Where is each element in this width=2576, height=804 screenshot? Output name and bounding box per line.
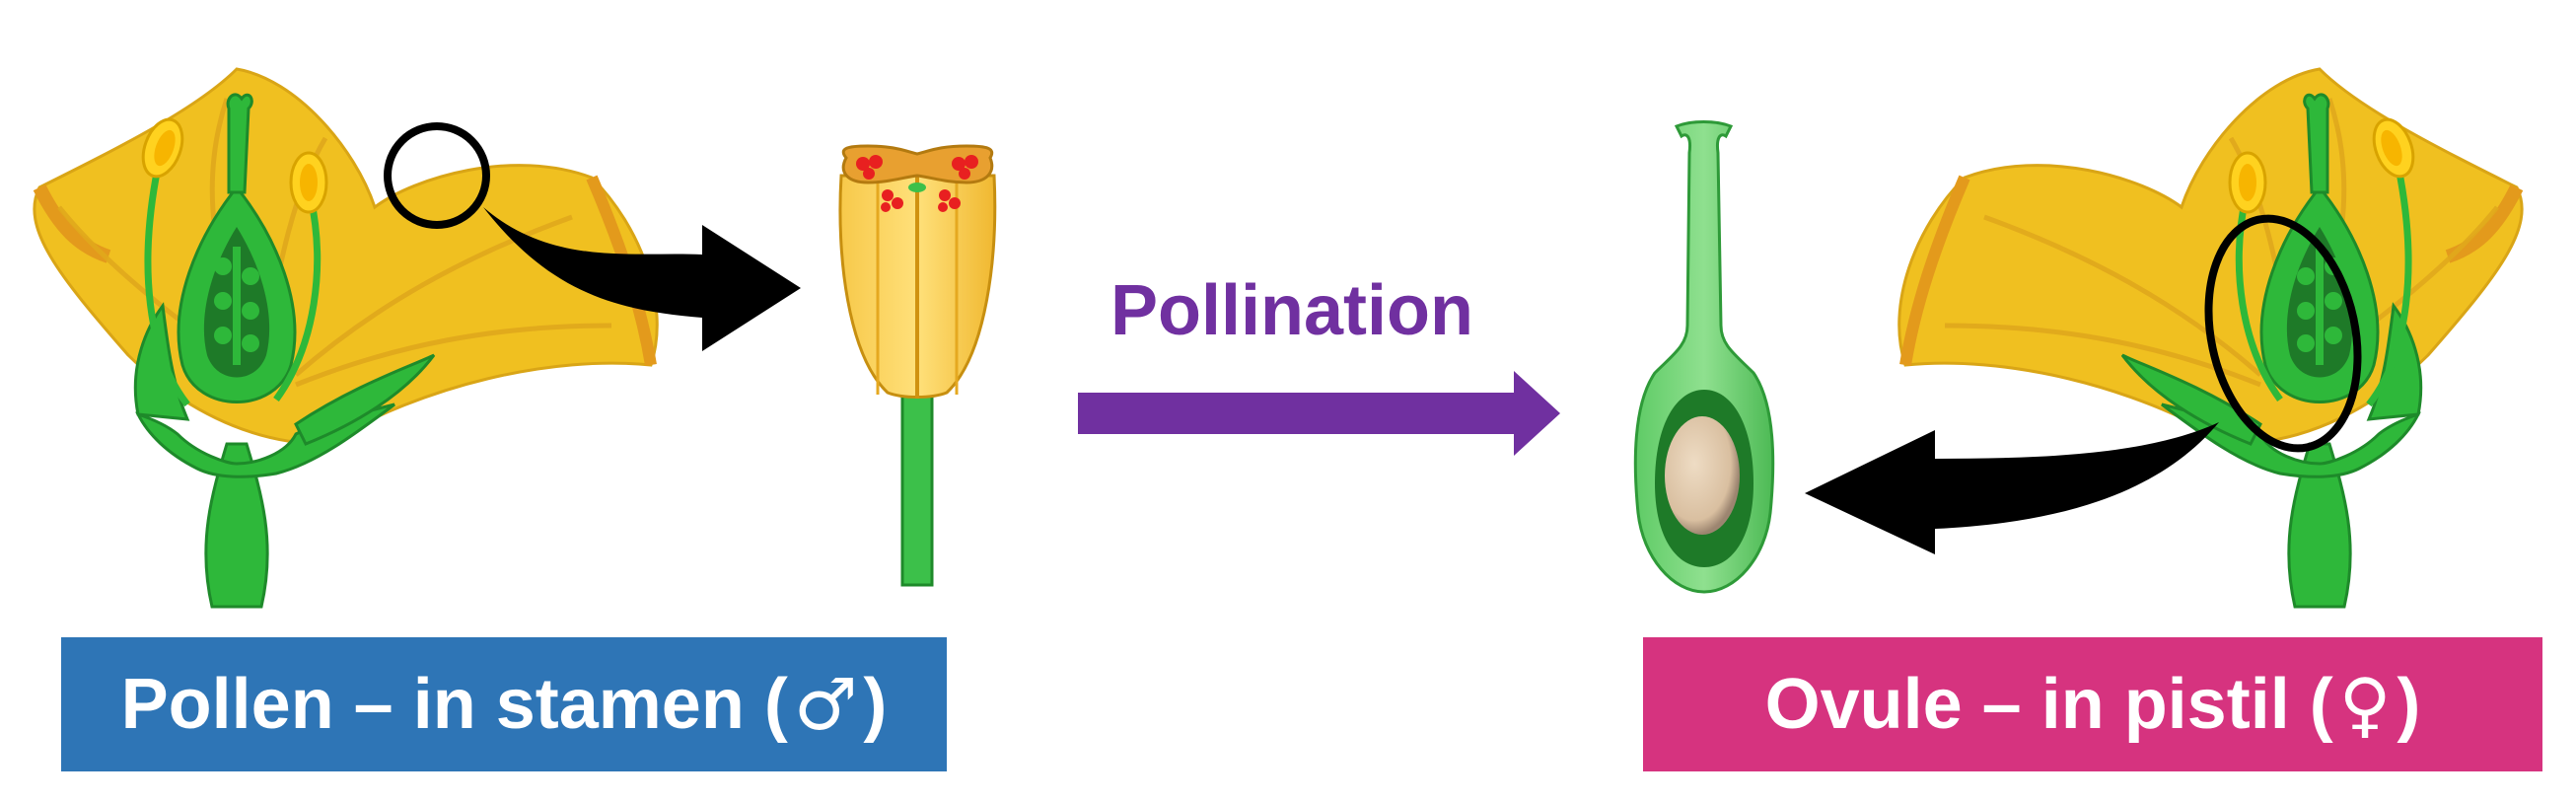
arrow-icon [483, 207, 801, 351]
pollen-label-close: ) [863, 665, 888, 744]
anther-highlight-circle [384, 122, 490, 229]
ovule-pistil-label: Ovule – in pistil ( ♀ ) [1643, 637, 2542, 771]
female-symbol-icon: ♀ [2338, 663, 2392, 746]
ovule-icon [1665, 416, 1740, 535]
pollination-arrow-icon [1078, 371, 1560, 456]
arrow-icon [1805, 422, 2219, 554]
male-symbol-icon: ♂ [793, 663, 858, 746]
left-flower-icon [35, 69, 657, 607]
ovule-label-text: Ovule – in pistil ( [1764, 665, 2333, 744]
pollen-stamen-label: Pollen – in stamen ( ♂ ) [61, 637, 947, 771]
pollen-label-text: Pollen – in stamen ( [120, 665, 788, 744]
ovary-highlight-oval [2204, 214, 2362, 453]
stamen-icon [838, 144, 997, 587]
pollination-label: Pollination [1110, 271, 1473, 350]
ovule-label-close: ) [2397, 665, 2421, 744]
